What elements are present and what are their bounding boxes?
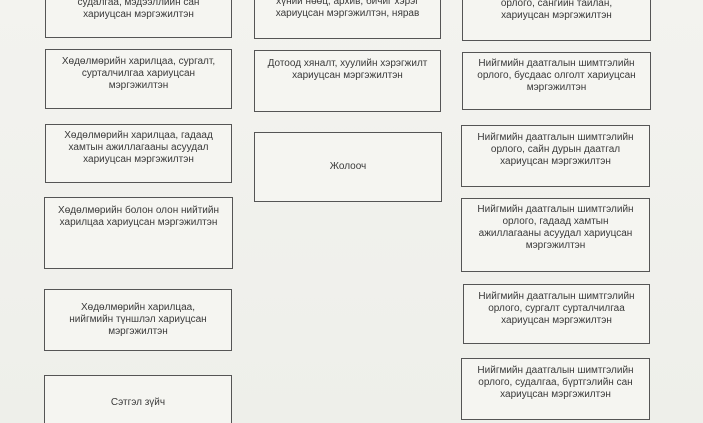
org-box-middle-3: Жолооч xyxy=(254,132,442,202)
org-box-right-5: Нийгмийн даатгалын шимтгэлийн орлого, су… xyxy=(463,284,650,344)
org-box-left-6: Сэтгэл зүйч xyxy=(44,375,232,423)
org-box-left-3: Хөдөлмөрийн харилцаа, гадаад хамтын ажил… xyxy=(45,124,232,183)
org-box-left-5-text: Хөдөлмөрийн харилцаа, нийгмийн түншлэл х… xyxy=(69,302,207,337)
org-box-left-4: Хөдөлмөрийн болон олон нийтийн харилцаа … xyxy=(44,197,233,269)
org-box-right-1: орлого, сангийн тайлан, хариуцсан мэргэж… xyxy=(462,0,651,41)
org-box-left-4-text: Хөдөлмөрийн болон олон нийтийн харилцаа … xyxy=(58,205,219,228)
org-box-right-6-text: Нийгмийн даатгалын шимтгэлийн орлого, су… xyxy=(477,365,634,400)
org-box-right-3: Нийгмийн даатгалын шимтгэлийн орлого, са… xyxy=(461,125,650,187)
org-box-right-2-text: Нийгмийн даатгалын шимтгэлийн орлого, бу… xyxy=(477,58,636,93)
org-box-left-1-text: судалгаа, мэдээллийн сан хариуцсан мэргэ… xyxy=(77,0,200,20)
org-box-left-1: судалгаа, мэдээллийн сан хариуцсан мэргэ… xyxy=(45,0,232,38)
org-box-left-5: Хөдөлмөрийн харилцаа, нийгмийн түншлэл х… xyxy=(44,289,232,351)
org-box-left-2-text: Хөдөлмөрийн харилцаа, сургалт, сурталчил… xyxy=(61,56,216,91)
org-box-right-4: Нийгмийн даатгалын шимтгэлийн орлого, га… xyxy=(461,198,650,272)
org-box-right-5-text: Нийгмийн даатгалын шимтгэлийн орлого, су… xyxy=(478,291,635,326)
org-box-middle-3-text: Жолооч xyxy=(329,161,367,172)
org-box-middle-2-text: Дотоод хяналт, хуулийн хэрэгжилт хариуцс… xyxy=(267,58,428,81)
org-box-left-2: Хөдөлмөрийн харилцаа, сургалт, сурталчил… xyxy=(45,49,232,109)
org-box-middle-2: Дотоод хяналт, хуулийн хэрэгжилт хариуцс… xyxy=(254,50,441,112)
org-box-middle-1-text: хүний нөөц, архив, бичиг хэрэг хариуцсан… xyxy=(275,0,420,19)
org-box-right-6: Нийгмийн даатгалын шимтгэлийн орлого, су… xyxy=(461,358,650,420)
org-box-left-6-text: Сэтгэл зүйч xyxy=(110,397,166,408)
org-box-right-3-text: Нийгмийн даатгалын шимтгэлийн орлого, са… xyxy=(477,132,634,167)
org-box-left-3-text: Хөдөлмөрийн харилцаа, гадаад хамтын ажил… xyxy=(64,130,213,165)
org-box-right-2: Нийгмийн даатгалын шимтгэлийн орлого, бу… xyxy=(462,52,651,110)
org-box-middle-1: хүний нөөц, архив, бичиг хэрэг хариуцсан… xyxy=(254,0,441,39)
org-box-right-4-text: Нийгмийн даатгалын шимтгэлийн орлого, га… xyxy=(477,204,634,251)
org-box-right-1-text: орлого, сангийн тайлан, хариуцсан мэргэж… xyxy=(500,0,613,21)
